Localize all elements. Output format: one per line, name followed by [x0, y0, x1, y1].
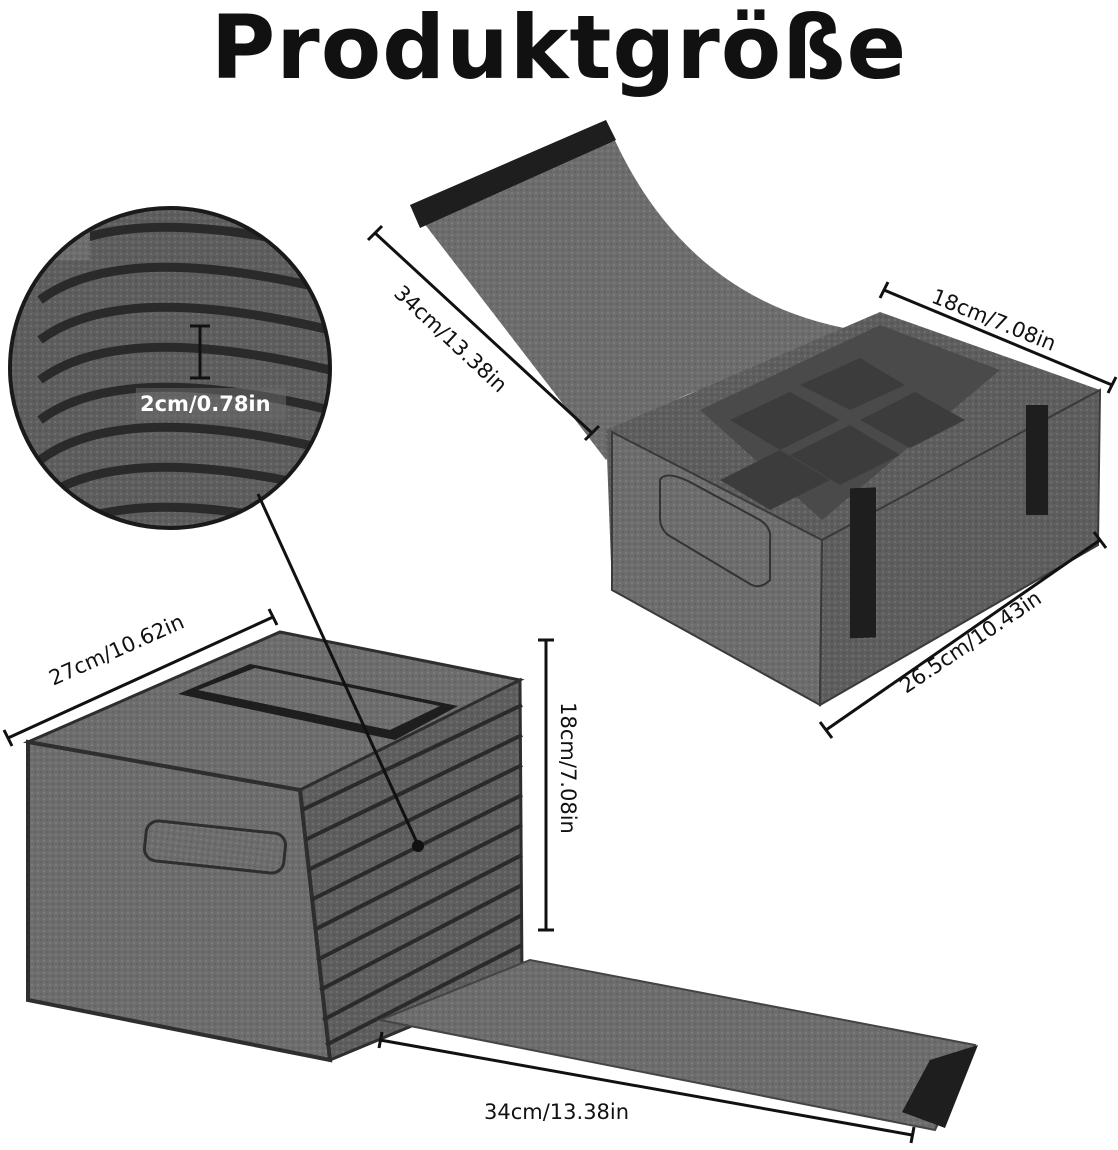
open-box-dimension-lines	[366, 224, 1118, 739]
zoom-connector-dot	[412, 840, 424, 852]
closed-box-strap-length-label: 34cm/13.38in	[484, 1100, 630, 1124]
zoom-detail-circle	[8, 206, 332, 530]
closed-box-dimension-lines	[2, 608, 916, 1144]
closed-box-height-label: 18cm/7.08in	[555, 702, 580, 834]
box-handle	[659, 474, 772, 588]
lid-velcro-strip	[410, 120, 616, 228]
divider-spacing-label: 2cm/0.78in	[140, 392, 271, 416]
strap-velcro-end	[902, 1045, 978, 1128]
closed-box-handle	[142, 819, 288, 875]
side-velcro-strap	[1026, 405, 1048, 515]
front-velcro-strap	[850, 487, 876, 639]
closed-box-front	[26, 739, 333, 1063]
closed-box-strap	[376, 958, 977, 1132]
open-box	[410, 120, 1102, 707]
zoom-connector-line	[256, 493, 420, 846]
closed-box	[22, 630, 978, 1132]
page-title: Produktgröße	[210, 0, 908, 99]
